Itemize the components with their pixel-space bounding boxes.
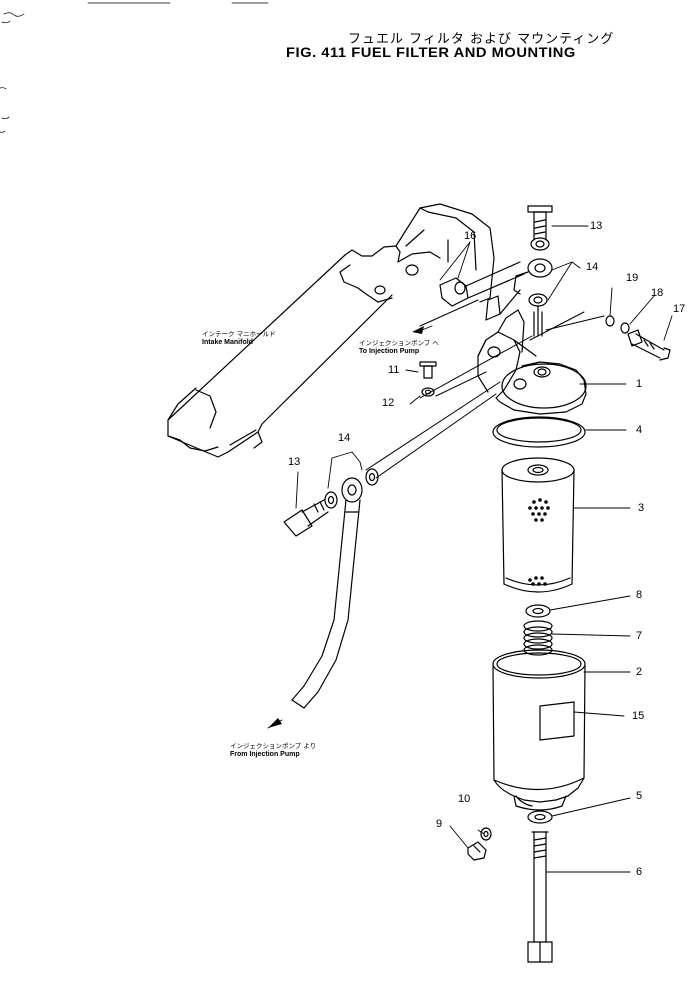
callout-16: 16 bbox=[464, 230, 477, 242]
callout-18: 18 bbox=[651, 287, 664, 299]
center-bolt-6 bbox=[527, 831, 553, 963]
callout-14-top: 14 bbox=[586, 261, 599, 273]
banjo-fitting-left bbox=[283, 468, 379, 709]
drain-plug-9 bbox=[467, 827, 492, 861]
to-injection-pump-note: インジェクションポンプ へ To Injection Pump bbox=[359, 339, 439, 356]
from-pump-jp: インジェクションポンプ より bbox=[230, 742, 317, 750]
from-injection-pump-note: インジェクションポンプ より From Injection Pump bbox=[230, 742, 316, 759]
callout-8: 8 bbox=[636, 589, 643, 601]
label-15 bbox=[539, 701, 575, 741]
title-japanese: フュエル フィルタ および マウンティング bbox=[348, 32, 615, 47]
callout-2: 2 bbox=[636, 666, 643, 678]
intake-manifold bbox=[167, 203, 495, 458]
callout-12: 12 bbox=[382, 397, 395, 409]
filter-head bbox=[477, 309, 587, 415]
intake-manifold-note: インテーク マニホールド Intake Manifold bbox=[202, 330, 276, 347]
callout-11: 11 bbox=[388, 364, 400, 376]
washer-5 bbox=[527, 810, 553, 824]
callout-13-top: 13 bbox=[590, 220, 603, 232]
callout-15: 15 bbox=[632, 710, 645, 722]
callout-9: 9 bbox=[436, 818, 443, 830]
scan-marks bbox=[0, 2, 269, 133]
connecting-lines bbox=[365, 299, 605, 479]
spacer-16 bbox=[439, 261, 525, 321]
callout-19: 19 bbox=[626, 272, 639, 284]
filter-element-3 bbox=[501, 457, 575, 593]
callout-1: 1 bbox=[636, 378, 643, 390]
callout-10: 10 bbox=[458, 793, 471, 805]
o-ring-4 bbox=[492, 416, 586, 448]
callout-14-left: 14 bbox=[338, 432, 351, 444]
spring-7 bbox=[523, 620, 553, 656]
callout-7: 7 bbox=[636, 630, 643, 642]
to-pump-jp: インジェクションポンプ へ bbox=[359, 339, 439, 347]
banjo-fitting-top bbox=[513, 205, 553, 337]
callout-13-left: 13 bbox=[288, 456, 301, 468]
arrowheads bbox=[268, 326, 424, 728]
to-pump-en: To Injection Pump bbox=[359, 348, 420, 355]
leader-lines bbox=[267, 225, 673, 873]
filter-bowl-2 bbox=[492, 649, 586, 811]
bolt-17-group bbox=[605, 315, 671, 361]
washer-8 bbox=[525, 604, 551, 618]
title-english: FIG. 411 FUEL FILTER AND MOUNTING bbox=[286, 44, 576, 60]
callout-4: 4 bbox=[636, 424, 643, 436]
from-pump-en: From Injection Pump bbox=[230, 751, 300, 758]
callout-5: 5 bbox=[636, 790, 643, 802]
intake-manifold-jp: インテーク マニホールド bbox=[202, 330, 276, 338]
callout-17: 17 bbox=[673, 303, 686, 315]
bolt-11-group bbox=[419, 361, 437, 397]
intake-manifold-en: Intake Manifold bbox=[202, 339, 253, 346]
callout-6: 6 bbox=[636, 866, 643, 878]
callout-3: 3 bbox=[638, 502, 645, 514]
